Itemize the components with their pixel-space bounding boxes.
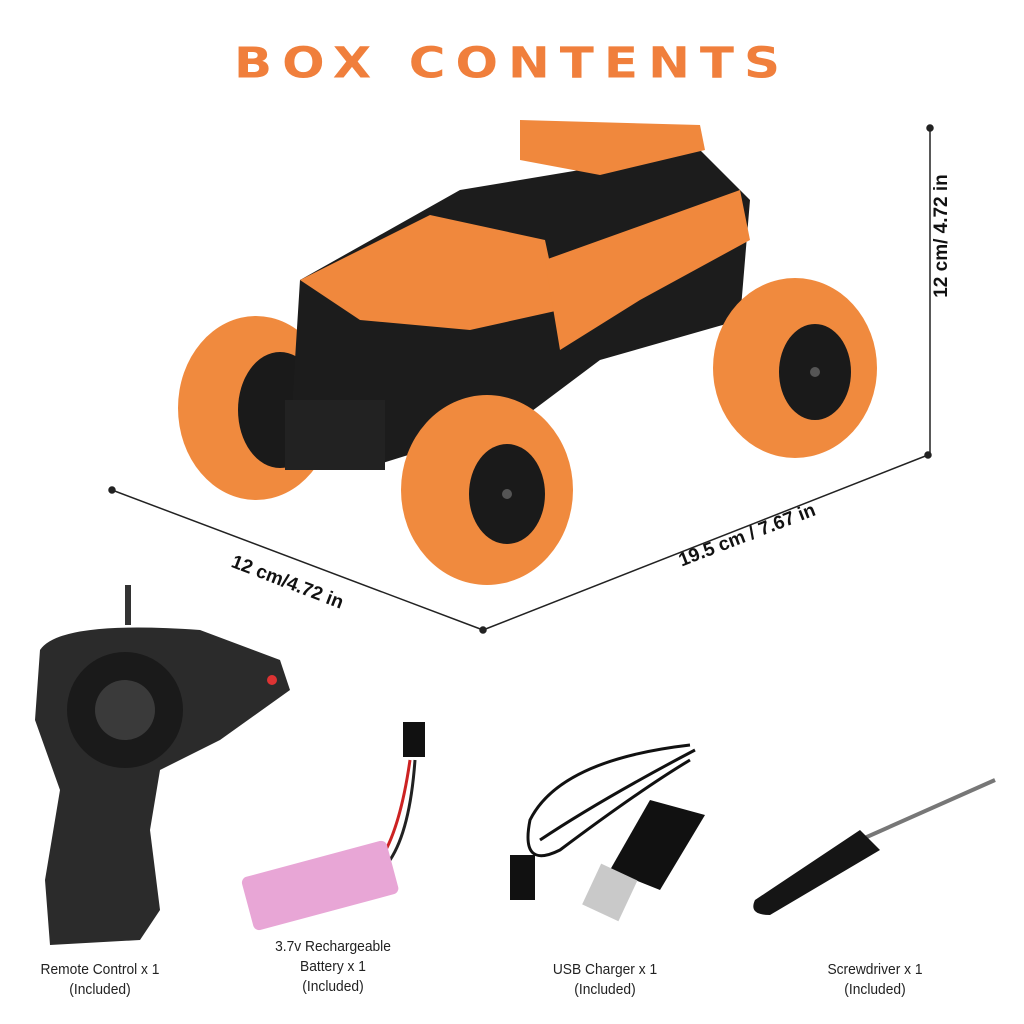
item-note: (Included): [574, 981, 636, 998]
dimension-lines: [108, 124, 934, 634]
usb-charger-image: [510, 743, 705, 922]
battery-image: [241, 722, 425, 931]
screwdriver-image: [753, 778, 996, 915]
item-name-line1: 3.7v Rechargeable: [275, 938, 391, 955]
item-name: USB Charger x 1: [552, 961, 658, 978]
item-note: (Included): [844, 981, 906, 998]
item-note: (Included): [69, 981, 131, 998]
item-caption-remote: Remote Control x 1 (Included): [22, 960, 178, 1000]
item-caption-usb-charger: USB Charger x 1 (Included): [527, 960, 683, 1000]
page-title: BOX CONTENTS: [233, 38, 791, 88]
item-name: Battery x 1: [300, 958, 366, 975]
rc-car-image: [178, 120, 877, 585]
item-caption-screwdriver: Screwdriver x 1 (Included): [797, 960, 953, 1000]
remote-control-image: [35, 585, 290, 945]
item-note: (Included): [302, 978, 364, 995]
item-name: Remote Control x 1: [40, 961, 160, 978]
height-dimension: 12 cm/ 4.72 in: [930, 174, 952, 298]
item-caption-battery: 3.7v Rechargeable Battery x 1 (Included): [255, 937, 411, 997]
item-name: Screwdriver x 1: [827, 961, 923, 978]
